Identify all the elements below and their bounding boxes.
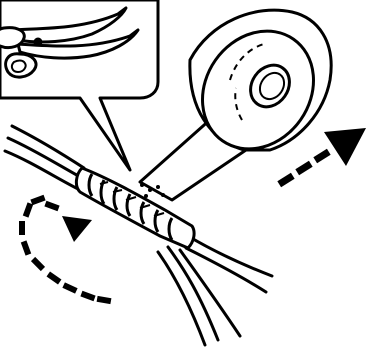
wire-left — [5, 126, 84, 190]
rotate-arrow-icon — [19, 195, 111, 304]
wire-branches — [158, 236, 272, 345]
